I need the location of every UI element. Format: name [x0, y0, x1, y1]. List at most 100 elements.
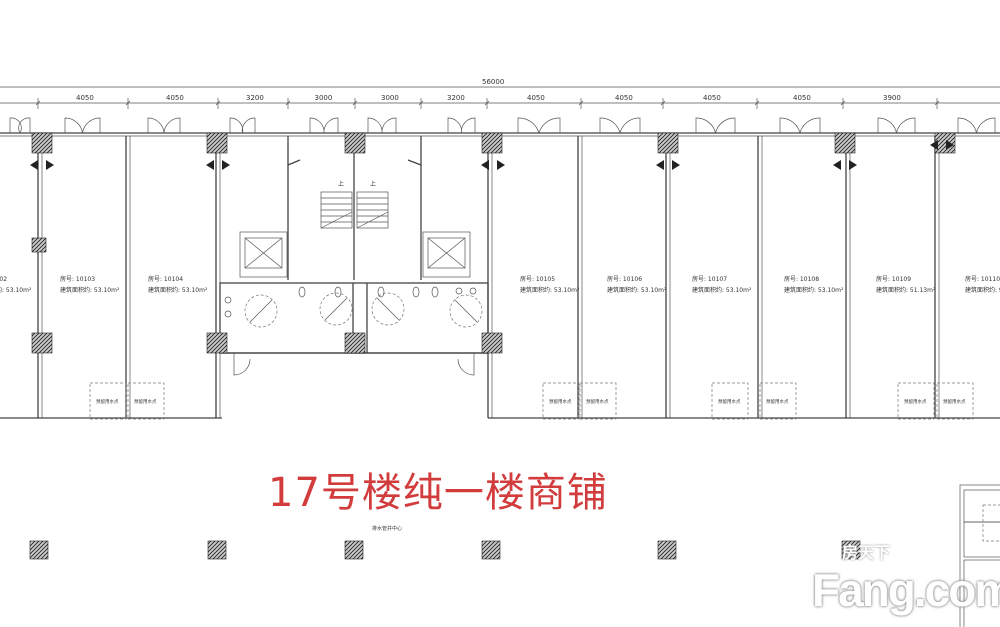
- water-point-label: 预留用水点: [718, 398, 741, 405]
- water-point: 预留用水点: [127, 382, 165, 420]
- dimension-tick: [934, 98, 940, 109]
- door: [779, 117, 821, 134]
- door: [695, 117, 736, 134]
- column: [207, 540, 227, 560]
- column: [31, 332, 53, 354]
- bay-dimension: 4050: [615, 94, 633, 102]
- vent-icon: [656, 160, 680, 170]
- water-point-label: 预留用水点: [134, 398, 157, 405]
- vent-icon: [30, 160, 54, 170]
- unit-room-number: 房号: 10109: [876, 275, 911, 283]
- toilet-fixtures: [224, 283, 483, 353]
- bay-dimension: 4050: [527, 94, 545, 102]
- column: [344, 540, 364, 560]
- unit-room-number: 房号: 10110: [965, 275, 1000, 283]
- door: [447, 117, 476, 134]
- column: [481, 332, 503, 354]
- water-point-label: 预留用水点: [549, 398, 572, 405]
- stair-up-label: 上: [338, 180, 344, 188]
- column: [481, 132, 503, 154]
- water-point: 预留用水点: [542, 382, 580, 420]
- water-point-label: 预留用水点: [904, 398, 927, 405]
- bay-dimension: 3900: [883, 94, 901, 102]
- vent-icon: [206, 160, 230, 170]
- door: [309, 117, 339, 134]
- unit-area: 建筑面积约: 53.10m²: [520, 286, 580, 294]
- dimension-tick: [578, 98, 584, 109]
- water-point: 预留用水点: [89, 382, 127, 420]
- door: [64, 117, 101, 134]
- unit-label: 房号: 10107 建筑面积约: 53.10m²: [692, 275, 752, 294]
- stair-up-label: 上: [370, 180, 376, 188]
- unit-area: 建筑面积约: 92.: [965, 286, 1000, 294]
- vent-icon: [833, 160, 857, 170]
- water-point: 预留用水点: [711, 382, 749, 420]
- unit-area: 建筑面积约: 53.10m²: [148, 286, 208, 294]
- door: [599, 117, 641, 134]
- water-point: 预留用水点: [897, 382, 935, 420]
- unit-label: 房号: 10108 建筑面积约: 53.10m²: [784, 275, 844, 294]
- unit-room-number: 房号: 10102: [0, 275, 7, 283]
- dimension-tick: [285, 98, 291, 109]
- water-point-label: 预留用水点: [943, 398, 966, 405]
- door: [877, 117, 916, 134]
- unit-area: 建筑面积约: 53.10m²: [607, 286, 667, 294]
- column: [657, 132, 679, 154]
- unit-area: 建筑面积约: 53.10m²: [692, 286, 752, 294]
- bay-dimension: 3200: [447, 94, 465, 102]
- door: [517, 117, 561, 134]
- bay-dimension: 4050: [166, 94, 184, 102]
- bay-dimension: 3000: [381, 94, 399, 102]
- vent-icon: [930, 140, 954, 150]
- column: [344, 332, 366, 354]
- adjacent-building: [959, 484, 1000, 627]
- unit-label: 房号: 10109 建筑面积约: 51.13m²: [876, 275, 936, 294]
- column: [31, 237, 47, 253]
- watermark-logo: Fang.com: [812, 564, 1000, 616]
- unit-label: 房号: 10103 建筑面积约: 53.10m²: [60, 275, 120, 294]
- column: [657, 540, 677, 560]
- structural-columns: [29, 132, 956, 560]
- unit-area: 建筑面积约: 53.10m²: [60, 286, 120, 294]
- water-point-label: 预留用水点: [96, 398, 119, 405]
- bay-dimension: 4050: [76, 94, 94, 102]
- water-point: 预留用水点: [759, 382, 797, 420]
- dimension-tick: [352, 98, 358, 109]
- water-point-label: 预留用水点: [766, 398, 789, 405]
- unit-room-number: 房号: 10108: [784, 275, 819, 283]
- water-point: 预留用水点: [936, 382, 974, 420]
- column: [31, 132, 53, 154]
- unit-room-number: 房号: 10103: [60, 275, 95, 283]
- unit-room-number: 房号: 10107: [692, 275, 727, 283]
- unit-room-number: 房号: 10106: [607, 275, 642, 283]
- dimension-tick: [418, 98, 424, 109]
- page-title: 17号楼纯一楼商铺: [268, 470, 608, 516]
- door: [229, 117, 256, 134]
- dimension-tick: [484, 98, 490, 109]
- dimension-tick: [754, 98, 760, 109]
- unit-room-number: 房号: 10104: [148, 275, 183, 283]
- water-point-label: 预留用水点: [586, 398, 609, 405]
- bay-dimension: 3000: [315, 94, 333, 102]
- door: [367, 117, 397, 134]
- unit-label: 房号: 10102建筑面积约: 53.10m²: [0, 275, 32, 294]
- unit-area: 建筑面积约: 51.13m²: [876, 286, 936, 294]
- bay-dimension: 4050: [703, 94, 721, 102]
- column: [841, 540, 861, 560]
- dimension-tick: [35, 98, 41, 109]
- door: [957, 117, 996, 134]
- dimension-tick: [215, 98, 221, 109]
- stair-right: 上: [356, 180, 389, 229]
- bay-dimension: 3200: [246, 94, 264, 102]
- unit-area: 建筑面积约: 53.10m²: [784, 286, 844, 294]
- water-points: 预留用水点 预留用水点 预留用水点 预留用水点 预留用水点 预留用水点 预留用水点 预留用水点: [89, 382, 974, 420]
- vent-icon: [481, 160, 505, 170]
- watermark-chinese: 房天下: [842, 543, 891, 562]
- door: [9, 117, 31, 134]
- door: [147, 117, 181, 134]
